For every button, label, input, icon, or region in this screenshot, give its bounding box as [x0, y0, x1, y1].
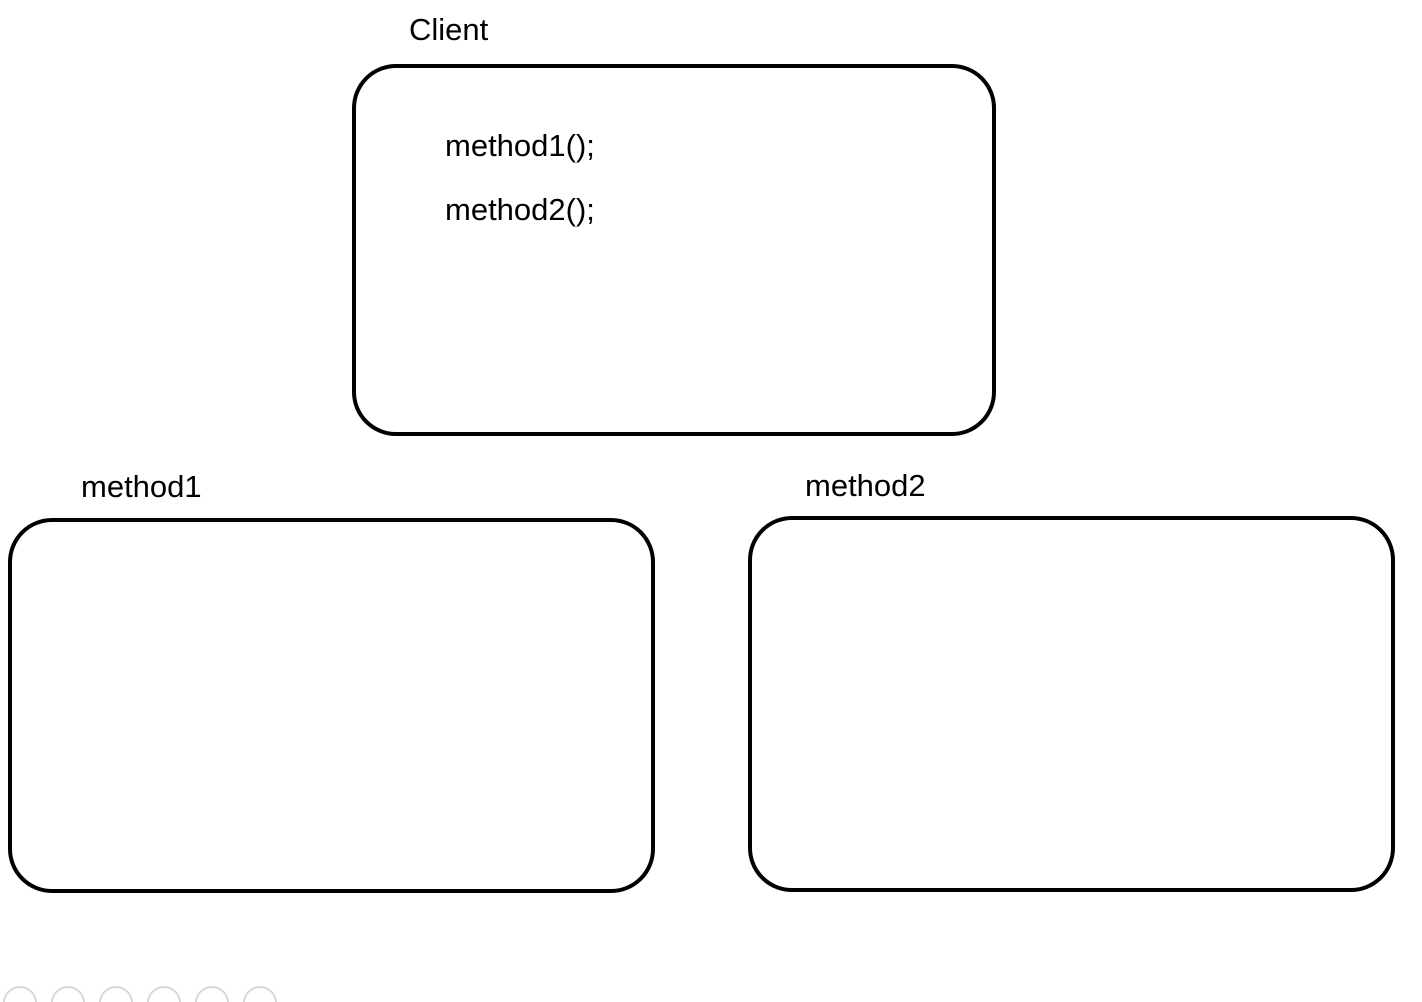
- client-box-label: Client: [409, 12, 489, 47]
- method2-box-label: method2: [805, 468, 926, 503]
- bottom-circle-row: [0, 986, 300, 1002]
- method1-box-label: method1: [81, 469, 202, 504]
- method1-box[interactable]: [8, 518, 655, 893]
- code-line-method2-call: method2();: [445, 192, 595, 227]
- bottom-circle: [147, 986, 181, 1002]
- bottom-circle: [99, 986, 133, 1002]
- client-code-list: method1(); method2();: [445, 130, 595, 258]
- bottom-circle: [3, 986, 37, 1002]
- client-box[interactable]: method1(); method2();: [352, 64, 996, 436]
- bottom-circle: [243, 986, 277, 1002]
- bottom-circle: [195, 986, 229, 1002]
- bottom-circle: [51, 986, 85, 1002]
- code-line-method1-call: method1();: [445, 128, 595, 163]
- method2-box[interactable]: [748, 516, 1395, 892]
